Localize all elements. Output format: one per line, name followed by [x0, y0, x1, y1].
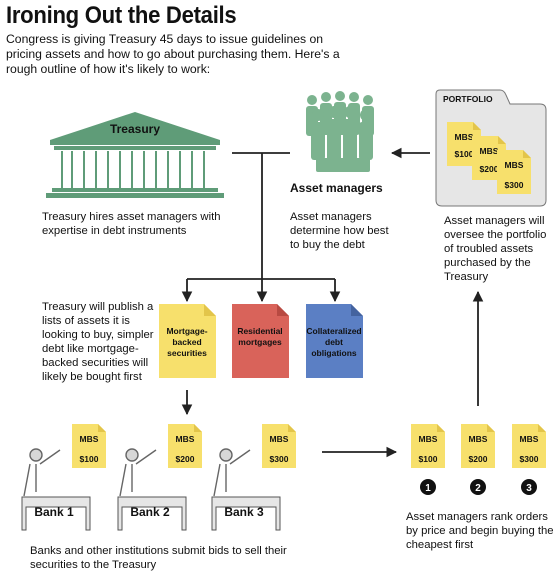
portfolio-note-2: MBS $200: [472, 136, 506, 180]
svg-text:$300: $300: [505, 180, 524, 190]
treasury-building-icon: [46, 112, 224, 198]
svg-text:3: 3: [526, 483, 532, 494]
ranked-note-3: MBS $300 3: [512, 424, 546, 495]
svg-text:2: 2: [475, 483, 481, 494]
asset-type-cdo-doc: Collateralized debt obligations: [306, 304, 363, 378]
portfolio-note-1: MBS $100: [447, 122, 481, 166]
treasury-label: Treasury: [110, 122, 160, 136]
svg-text:MBS: MBS: [520, 434, 539, 444]
rank-1-badge: [420, 479, 436, 495]
bank-2: Bank 2 MBS $200: [117, 424, 202, 531]
rank-caption: Asset managers rank orders by price and …: [406, 511, 554, 551]
svg-text:backed: backed: [172, 337, 201, 347]
portfolio-caption: Asset managers will oversee the portfoli…: [444, 215, 547, 283]
svg-text:$200: $200: [469, 454, 488, 464]
publish-caption: Treasury will publish a lists of assets …: [42, 301, 154, 383]
asset-type-mbs-doc: Mortgage- backed securities: [159, 304, 216, 378]
asset-managers-label: Asset managers: [290, 181, 383, 195]
portfolio-tab-label: PORTFOLIO: [443, 94, 493, 104]
ranked-note-1: MBS $100 1: [411, 424, 445, 495]
asset-managers-people-icon: [306, 91, 374, 172]
treasury-caption: Treasury hires asset managers with exper…: [42, 211, 221, 237]
svg-text:MBS: MBS: [505, 160, 524, 170]
svg-text:$200: $200: [176, 454, 195, 464]
svg-text:Bank 1: Bank 1: [34, 505, 74, 519]
bank-1: Bank 1 MBS $100: [21, 424, 106, 531]
svg-text:MBS: MBS: [480, 146, 499, 156]
svg-text:MBS: MBS: [80, 434, 99, 444]
svg-text:MBS: MBS: [469, 434, 488, 444]
svg-text:1: 1: [425, 483, 431, 494]
svg-text:$300: $300: [520, 454, 539, 464]
bank-person-icon: [23, 448, 61, 497]
svg-text:MBS: MBS: [455, 132, 474, 142]
svg-text:Residential: Residential: [237, 326, 282, 336]
svg-text:$300: $300: [270, 454, 289, 464]
svg-text:Mortgage-: Mortgage-: [166, 326, 207, 336]
bank-person-icon: [213, 448, 251, 497]
svg-text:MBS: MBS: [176, 434, 195, 444]
asset-managers-caption: Asset managers determine how best to buy…: [290, 211, 389, 251]
rank-3-badge: [521, 479, 537, 495]
svg-text:obligations: obligations: [311, 348, 357, 358]
svg-text:Collateralized: Collateralized: [306, 326, 361, 336]
svg-text:Bank 2: Bank 2: [130, 505, 170, 519]
svg-text:Bank 3: Bank 3: [224, 505, 264, 519]
rank-2-badge: [470, 479, 486, 495]
intro-text: Congress is giving Treasury 45 days to i…: [6, 32, 340, 76]
svg-text:MBS: MBS: [270, 434, 289, 444]
svg-text:$100: $100: [80, 454, 99, 464]
ranked-note-2: MBS $200 2: [461, 424, 495, 495]
svg-text:MBS: MBS: [419, 434, 438, 444]
svg-text:mortgages: mortgages: [238, 337, 282, 347]
svg-text:debt: debt: [325, 337, 343, 347]
asset-type-residential-doc: Residential mortgages: [232, 304, 289, 378]
banks-caption: Banks and other institutions submit bids…: [30, 545, 287, 571]
bank-3: Bank 3 MBS $300: [211, 424, 296, 531]
page-title: Ironing Out the Details: [6, 2, 237, 29]
portfolio-note-3: MBS $300: [497, 150, 531, 194]
svg-text:$200: $200: [480, 164, 499, 174]
svg-text:$100: $100: [455, 149, 474, 159]
svg-text:$100: $100: [419, 454, 438, 464]
svg-text:securities: securities: [167, 348, 207, 358]
bank-person-icon: [119, 448, 157, 497]
